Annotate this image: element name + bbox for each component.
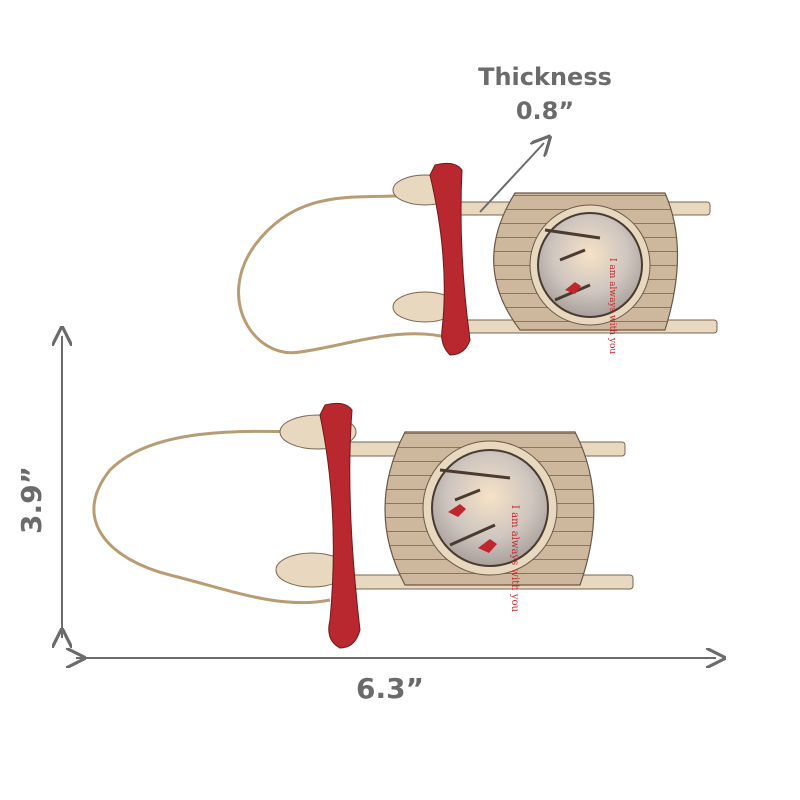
thickness-value: 0.8” bbox=[515, 97, 575, 125]
height-value: 3.9” bbox=[15, 466, 48, 535]
cardinal-top bbox=[565, 282, 581, 294]
thickness-arrow bbox=[479, 143, 544, 213]
ornament-text-bottom: I am always with you bbox=[509, 505, 520, 612]
branch-bottom bbox=[439, 468, 511, 547]
window-scene-top bbox=[537, 212, 643, 318]
cardinal-bottom-1 bbox=[448, 504, 466, 517]
twine-rope-top bbox=[237, 193, 451, 355]
red-handle-bottom bbox=[319, 402, 361, 649]
sled-bottom: I am always with you bbox=[92, 402, 634, 649]
ornament-text-top: I am always with you bbox=[607, 258, 617, 354]
sled-top: I am always with you bbox=[237, 162, 718, 356]
window-scene-bottom bbox=[431, 449, 549, 567]
red-handle-top bbox=[429, 162, 471, 356]
cardinal-bottom-2 bbox=[478, 539, 497, 553]
width-value: 6.3” bbox=[355, 672, 424, 705]
twine-rope-bottom bbox=[92, 429, 331, 605]
thickness-title: Thickness bbox=[478, 63, 612, 91]
